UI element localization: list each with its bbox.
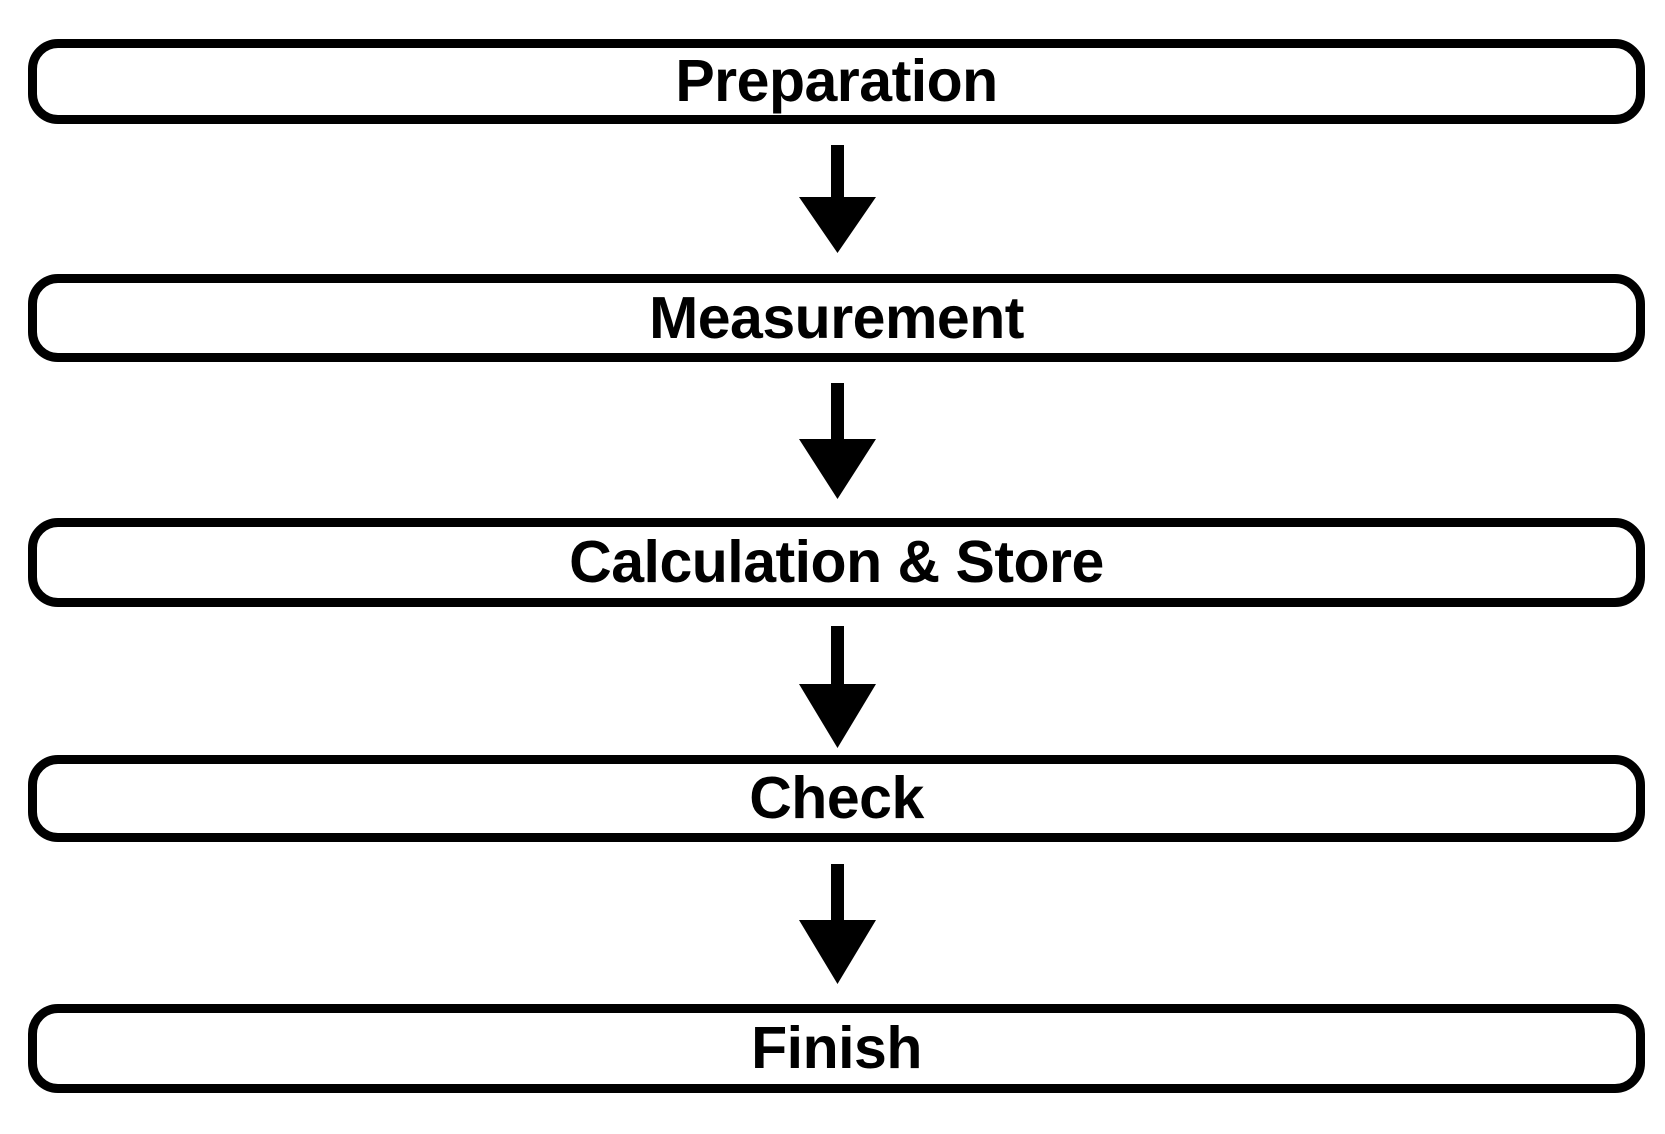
flowchart-node-measurement[interactable]: Measurement: [28, 274, 1645, 362]
node-label-measurement: Measurement: [649, 284, 1024, 351]
arrow-measurement-to-calculation: [0, 383, 1665, 499]
flowchart-node-calculation-store[interactable]: Calculation & Store: [28, 518, 1645, 607]
down-arrow-icon: [799, 626, 876, 748]
arrow-preparation-to-measurement: [0, 145, 1665, 253]
node-label-calculation-store: Calculation & Store: [569, 529, 1104, 595]
down-arrow-icon: [799, 145, 876, 253]
arrow-check-to-finish: [0, 864, 1665, 984]
down-arrow-icon: [799, 864, 876, 984]
flowchart-node-finish[interactable]: Finish: [28, 1004, 1645, 1093]
flowchart-node-preparation[interactable]: Preparation: [28, 39, 1645, 124]
node-label-preparation: Preparation: [675, 48, 998, 114]
arrow-calculation-to-check: [0, 626, 1665, 748]
flowchart-node-check[interactable]: Check: [28, 755, 1645, 842]
down-arrow-icon: [799, 383, 876, 499]
node-label-finish: Finish: [751, 1015, 922, 1081]
node-label-check: Check: [749, 765, 924, 831]
